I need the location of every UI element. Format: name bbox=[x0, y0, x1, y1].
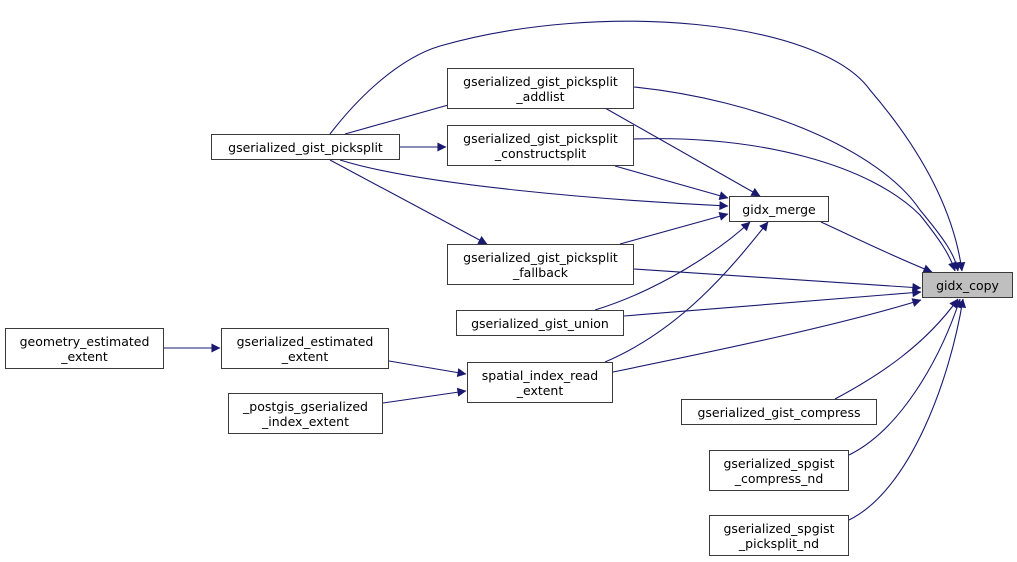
edge-union-to-gidx-merge bbox=[594, 221, 751, 311]
edge-picksplit-to-gidx-merge bbox=[339, 159, 729, 211]
node-label: gserialized_gist_picksplit _addlist bbox=[463, 73, 618, 104]
edge-fallback-to-gidx-merge bbox=[619, 211, 729, 245]
edge-gserialized-estimated-extent-to-spatial-index-read-extent bbox=[388, 360, 467, 378]
edge-spgist-compress-nd-to-gidx-copy bbox=[848, 298, 962, 456]
node-gserialized-gist-picksplit-constructsplit[interactable]: gserialized_gist_picksplit _constructspl… bbox=[447, 125, 634, 166]
node-postgis-gserialized-index-extent[interactable]: _postgis_gserialized _index_extent bbox=[228, 393, 383, 434]
node-label: gserialized_gist_compress bbox=[697, 404, 861, 420]
node-label: _postgis_gserialized _index_extent bbox=[243, 398, 368, 429]
edge-spatial-index-read-extent-to-gidx-copy bbox=[612, 298, 922, 373]
node-gserialized-gist-picksplit-fallback[interactable]: gserialized_gist_picksplit _fallback bbox=[447, 244, 634, 285]
edge-union-to-gidx-copy bbox=[623, 288, 922, 317]
node-label: gserialized_gist_picksplit bbox=[228, 139, 383, 155]
node-gserialized-gist-picksplit[interactable]: gserialized_gist_picksplit bbox=[211, 134, 400, 160]
node-label: gserialized_estimated _extent bbox=[236, 333, 374, 364]
node-gserialized-spgist-compress-nd[interactable]: gserialized_spgist _compress_nd bbox=[709, 450, 849, 491]
node-label: gserialized_gist_picksplit _constructspl… bbox=[463, 130, 618, 161]
node-geometry-estimated-extent[interactable]: geometry_estimated _extent bbox=[5, 328, 164, 369]
edge-picksplit-to-gidx-copy bbox=[329, 20, 966, 272]
edge-constructsplit-to-gidx-merge bbox=[614, 165, 729, 201]
edge-picksplit-to-addlist bbox=[344, 97, 467, 135]
node-gserialized-spgist-picksplit-nd[interactable]: gserialized_spgist _picksplit_nd bbox=[709, 515, 849, 556]
node-label: gidx_merge bbox=[742, 201, 816, 217]
edge-postgis-gserialized-index-extent-to-spatial-index-read-extent bbox=[382, 387, 467, 404]
node-gserialized-gist-picksplit-addlist[interactable]: gserialized_gist_picksplit _addlist bbox=[447, 68, 634, 109]
node-label: spatial_index_read _extent bbox=[481, 367, 599, 398]
node-gserialized-gist-compress[interactable]: gserialized_gist_compress bbox=[681, 399, 877, 425]
node-label: gserialized_spgist _compress_nd bbox=[723, 455, 835, 486]
edge-constructsplit-to-gidx-copy bbox=[633, 138, 957, 272]
node-gidx-copy: gidx_copy bbox=[922, 272, 1013, 298]
edge-addlist-to-gidx-copy bbox=[633, 86, 961, 272]
node-label: gserialized_gist_union bbox=[471, 315, 609, 331]
edge-picksplit-to-fallback bbox=[329, 159, 488, 245]
node-label: gserialized_spgist _picksplit_nd bbox=[723, 520, 835, 551]
node-gidx-merge[interactable]: gidx_merge bbox=[729, 196, 829, 222]
node-label: gidx_copy bbox=[936, 277, 999, 293]
node-spatial-index-read-extent[interactable]: spatial_index_read _extent bbox=[467, 362, 613, 403]
node-label: gserialized_gist_picksplit _fallback bbox=[463, 249, 618, 280]
node-gserialized-estimated-extent[interactable]: gserialized_estimated _extent bbox=[221, 328, 389, 369]
edge-gist-compress-to-gidx-copy bbox=[834, 298, 959, 400]
edge-gidx-merge-to-gidx-copy bbox=[820, 221, 933, 273]
edge-addlist-to-gidx-merge bbox=[604, 107, 761, 197]
edge-spatial-index-read-extent-to-gidx-merge bbox=[604, 221, 769, 363]
edge-fallback-to-gidx-copy bbox=[633, 268, 922, 292]
node-label: geometry_estimated _extent bbox=[19, 333, 150, 364]
node-gserialized-gist-union[interactable]: gserialized_gist_union bbox=[456, 310, 624, 336]
edge-spgist-picksplit-nd-to-gidx-copy bbox=[848, 298, 967, 521]
